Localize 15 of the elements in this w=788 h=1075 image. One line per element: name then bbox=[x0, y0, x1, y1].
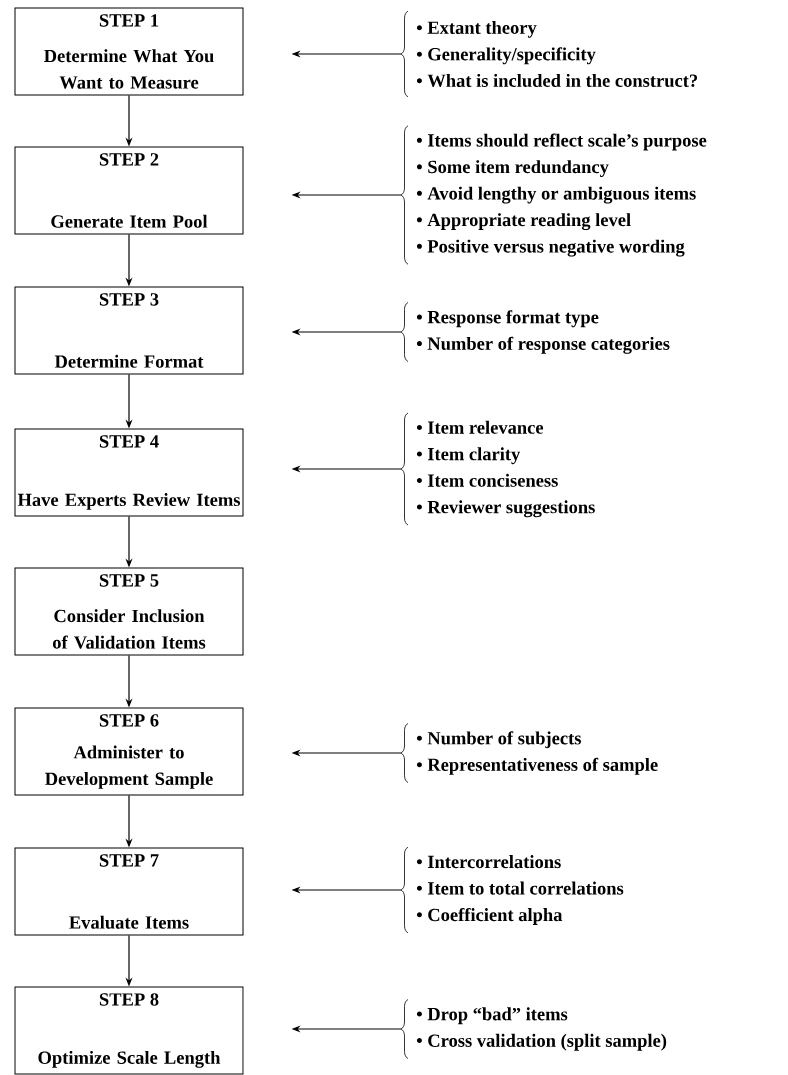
bullet-list: • Drop “bad” items • Cross validation (split sample) bbox=[400, 999, 667, 1059]
step-box: STEP 8 Optimize Scale Length bbox=[14, 986, 244, 1075]
bullet-list: • Intercorrelations • Item to total correlations • Coefficient alpha bbox=[400, 846, 624, 934]
step-box: STEP 3 Determine Format bbox=[14, 286, 244, 375]
step-box: STEP 6 Administer to Development Sample bbox=[14, 707, 244, 796]
step-box: STEP 4 Have Experts Review Items bbox=[14, 428, 244, 517]
bullet-list: • Item relevance • Item clarity • Item conciseness • Reviewer suggestions bbox=[400, 412, 595, 526]
bullet-list: • Items should reflect scale’s purpose • Some item redundancy • Avoid lengthy or ambiguous items • Appropriate reading level • Positive versus negative wording bbox=[400, 125, 707, 265]
bullet-list: • Response format type • Number of response categories bbox=[400, 302, 670, 362]
bullet-list: • Number of subjects • Representativeness of sample bbox=[400, 723, 658, 783]
step-box: STEP 7 Evaluate Items bbox=[14, 847, 244, 936]
step-box: STEP 1 Determine What You Want to Measure bbox=[14, 7, 244, 96]
step-box: STEP 5 Consider Inclusion of Validation Items bbox=[14, 567, 244, 656]
step-box: STEP 2 Generate Item Pool bbox=[14, 146, 244, 235]
bullet-list: • Extant theory • Generality/specificity • What is included in the construct? bbox=[400, 10, 698, 98]
